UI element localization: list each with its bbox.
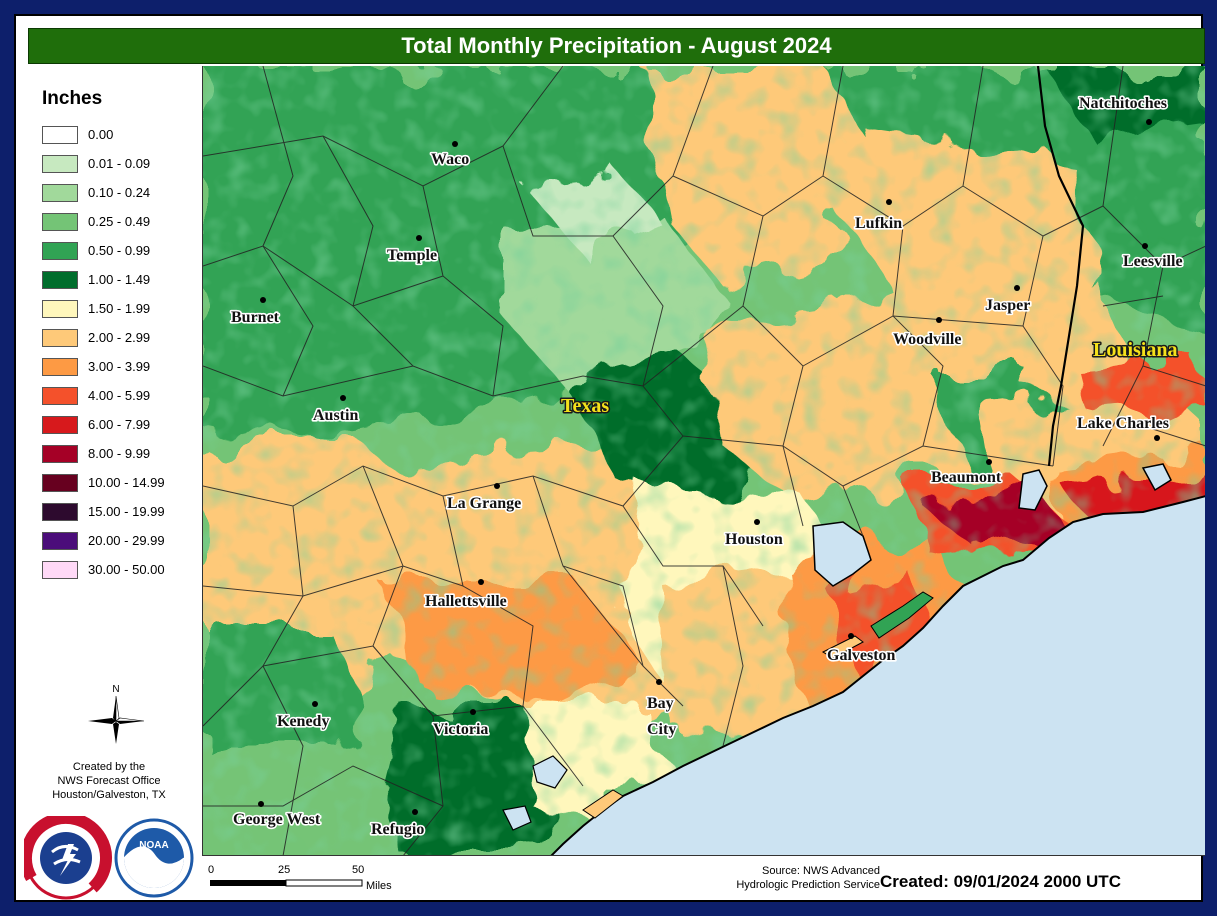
precipitation-map[interactable]: Natchitoches Waco Lufkin Temple Leesvill…: [202, 66, 1205, 856]
legend-swatch: [42, 184, 78, 202]
city-markers: Natchitoches Waco Lufkin Temple Leesvill…: [229, 93, 1184, 839]
legend-swatch: [42, 329, 78, 347]
city-label-galveston[interactable]: Galveston: [825, 645, 897, 665]
legend-swatch: [42, 474, 78, 492]
legend-label: 4.00 - 5.99: [88, 388, 151, 403]
legend-swatch: [42, 213, 78, 231]
legend-swatch: [42, 126, 78, 144]
sabine-lake: [1018, 469, 1048, 511]
calcasieu-lake: [1141, 463, 1172, 492]
legend-swatch: [42, 503, 78, 521]
city-label-burnet[interactable]: Burnet: [229, 307, 281, 327]
city-label-leesville[interactable]: Leesville: [1121, 251, 1184, 271]
city-label-lake-charles[interactable]: Lake Charles: [1075, 413, 1170, 433]
compass-north-label: N: [112, 684, 119, 695]
credit-line: Created by the: [72, 761, 146, 773]
created-timestamp: Created: 09/01/2024 2000 UTC: [880, 872, 1121, 891]
scale-bar-graphic: [210, 879, 363, 887]
credit-text: Created by the NWS Forecast Office Houst…: [16, 760, 202, 802]
barrier-island: [582, 789, 624, 819]
city-label-hallettsville[interactable]: Hallettsville: [423, 591, 508, 611]
city-label-temple[interactable]: Temple: [385, 245, 438, 265]
state-label-texas: Texas: [561, 395, 609, 417]
legend-label: 0.01 - 0.09: [88, 156, 151, 171]
state-label-louisiana: Louisiana: [1093, 339, 1177, 361]
legend-label: 0.10 - 0.24: [88, 185, 151, 200]
nws-logo-icon: [20, 812, 112, 904]
compass-rose: N: [84, 684, 148, 748]
credit-line: Houston/Galveston, TX: [52, 789, 166, 801]
city-label-city[interactable]: City: [645, 719, 678, 739]
source-line: Source: NWS Advanced: [761, 865, 880, 877]
legend-swatch: [42, 242, 78, 260]
san-antonio-bay: [532, 755, 568, 789]
city-label-lufkin[interactable]: Lufkin: [853, 213, 903, 233]
map-canvas[interactable]: Natchitoches Waco Lufkin Temple Leesvill…: [203, 66, 1205, 856]
legend: Inches 0.00 0.01 - 0.09 0.10 - 0.24 0.25…: [16, 66, 202, 856]
legend-swatch: [42, 561, 78, 579]
barrier-island: [821, 635, 864, 659]
legend-label: 3.00 - 3.99: [88, 359, 151, 374]
city-label-houston[interactable]: Houston: [723, 529, 784, 549]
noaa-logo-text: NOAA: [139, 840, 168, 851]
city-label-bay[interactable]: Bay: [645, 693, 675, 713]
legend-swatch: [42, 358, 78, 376]
legend-label: 2.00 - 2.99: [88, 330, 151, 345]
city-label-austin[interactable]: Austin: [311, 405, 360, 425]
city-label-la-grange[interactable]: La Grange: [445, 493, 522, 513]
city-label-refugio[interactable]: Refugio: [369, 819, 426, 839]
legend-swatch: [42, 416, 78, 434]
legend-label: 20.00 - 29.99: [88, 533, 165, 548]
map-frame: Total Monthly Precipitation - August 202…: [14, 14, 1205, 904]
source-text: Source: NWS Advanced Hydrologic Predicti…: [690, 864, 880, 892]
legend-label: 1.50 - 1.99: [88, 301, 151, 316]
legend-label: 0.25 - 0.49: [88, 214, 151, 229]
legend-swatch: [42, 445, 78, 463]
city-label-beaumont[interactable]: Beaumont: [929, 467, 1003, 487]
compass-icon: N: [88, 684, 145, 744]
legend-label: 6.00 - 7.99: [88, 417, 151, 432]
noaa-logo-icon: NOAA: [114, 818, 194, 898]
map-title: Total Monthly Precipitation - August 202…: [28, 28, 1205, 64]
city-label-george-west[interactable]: George West: [231, 809, 322, 829]
county-boundaries: [203, 66, 1205, 855]
scale-tick-label: 50: [352, 864, 365, 876]
city-label-jasper[interactable]: Jasper: [983, 295, 1032, 315]
legend-label: 8.00 - 9.99: [88, 446, 151, 461]
city-label-kenedy[interactable]: Kenedy: [275, 711, 331, 731]
city-label-woodville[interactable]: Woodville: [891, 329, 963, 349]
credit-line: NWS Forecast Office: [57, 775, 161, 787]
legend-swatch: [42, 387, 78, 405]
legend-swatch: [42, 155, 78, 173]
aransas-bay: [502, 805, 532, 831]
scale-tick-label: 0: [208, 864, 215, 876]
legend-label: 30.00 - 50.00: [88, 562, 165, 577]
legend-swatch: [42, 271, 78, 289]
state-border: [1036, 66, 1085, 467]
legend-swatch: [42, 300, 78, 318]
legend-title: Inches: [42, 88, 103, 109]
scale-unit: Miles: [366, 880, 392, 892]
galveston-island: [870, 591, 934, 639]
legend-swatch: [42, 532, 78, 550]
legend-label: 0.50 - 0.99: [88, 243, 151, 258]
galveston-bay: [812, 521, 872, 587]
source-line: Hydrologic Prediction Service: [736, 879, 880, 891]
legend-label: 15.00 - 19.99: [88, 504, 165, 519]
agency-logos: NOAA: [20, 812, 202, 904]
city-label-waco[interactable]: Waco: [429, 149, 470, 169]
scale-tick-label: 25: [278, 864, 291, 876]
city-label-victoria[interactable]: Victoria: [431, 719, 490, 739]
legend-label: 0.00: [88, 127, 114, 142]
scale-bar: 0 25 50 Miles: [206, 860, 506, 904]
city-label-natchitoches[interactable]: Natchitoches: [1077, 93, 1168, 113]
legend-label: 10.00 - 14.99: [88, 475, 165, 490]
legend-label: 1.00 - 1.49: [88, 272, 151, 287]
